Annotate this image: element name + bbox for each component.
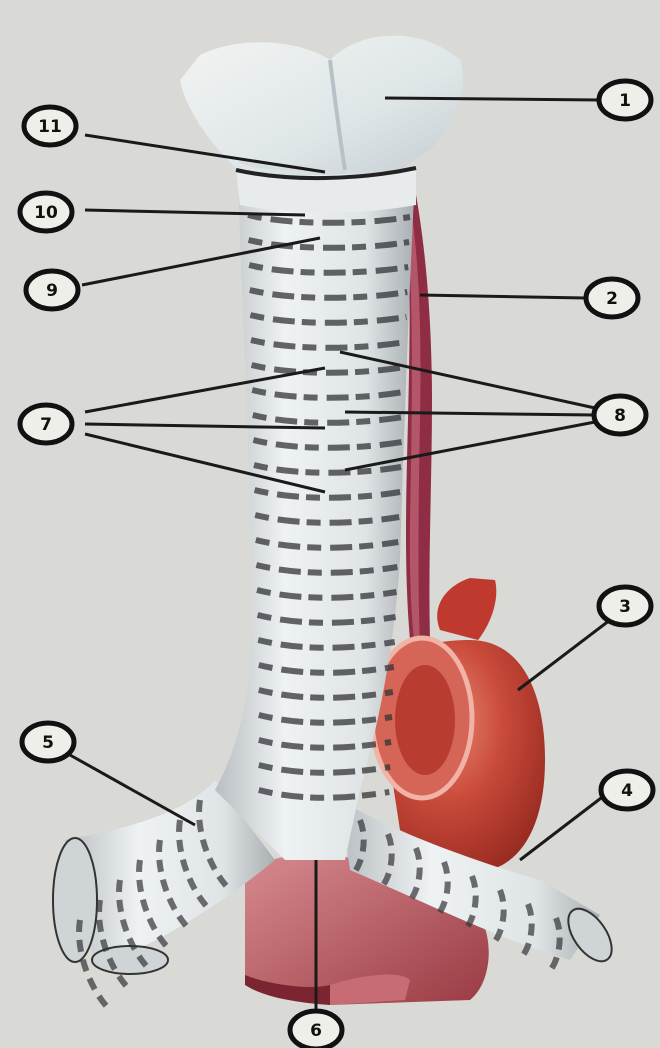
label-number: 2 — [606, 289, 618, 309]
label-marker-9: 9 — [26, 271, 78, 309]
label-marker-10: 10 — [20, 193, 72, 231]
label-marker-7: 7 — [20, 405, 72, 443]
thyroid-cartilage — [180, 36, 463, 176]
label-number: 9 — [46, 281, 58, 301]
label-marker-1: 1 — [599, 81, 651, 119]
aortic-arch — [372, 578, 545, 871]
label-marker-3: 3 — [599, 587, 651, 625]
label-marker-11: 11 — [24, 107, 76, 145]
label-number: 3 — [619, 597, 631, 617]
label-marker-2: 2 — [586, 279, 638, 317]
label-marker-5: 5 — [22, 723, 74, 761]
label-number: 4 — [621, 781, 633, 801]
label-number: 5 — [42, 733, 54, 753]
label-number: 8 — [614, 406, 626, 426]
label-marker-6: 6 — [290, 1011, 342, 1048]
label-number: 7 — [40, 415, 52, 435]
label-number: 1 — [619, 91, 631, 111]
label-marker-8: 8 — [594, 396, 646, 434]
label-number: 6 — [310, 1021, 322, 1041]
label-number: 11 — [38, 117, 62, 137]
label-number: 10 — [34, 203, 58, 223]
label-marker-4: 4 — [601, 771, 653, 809]
